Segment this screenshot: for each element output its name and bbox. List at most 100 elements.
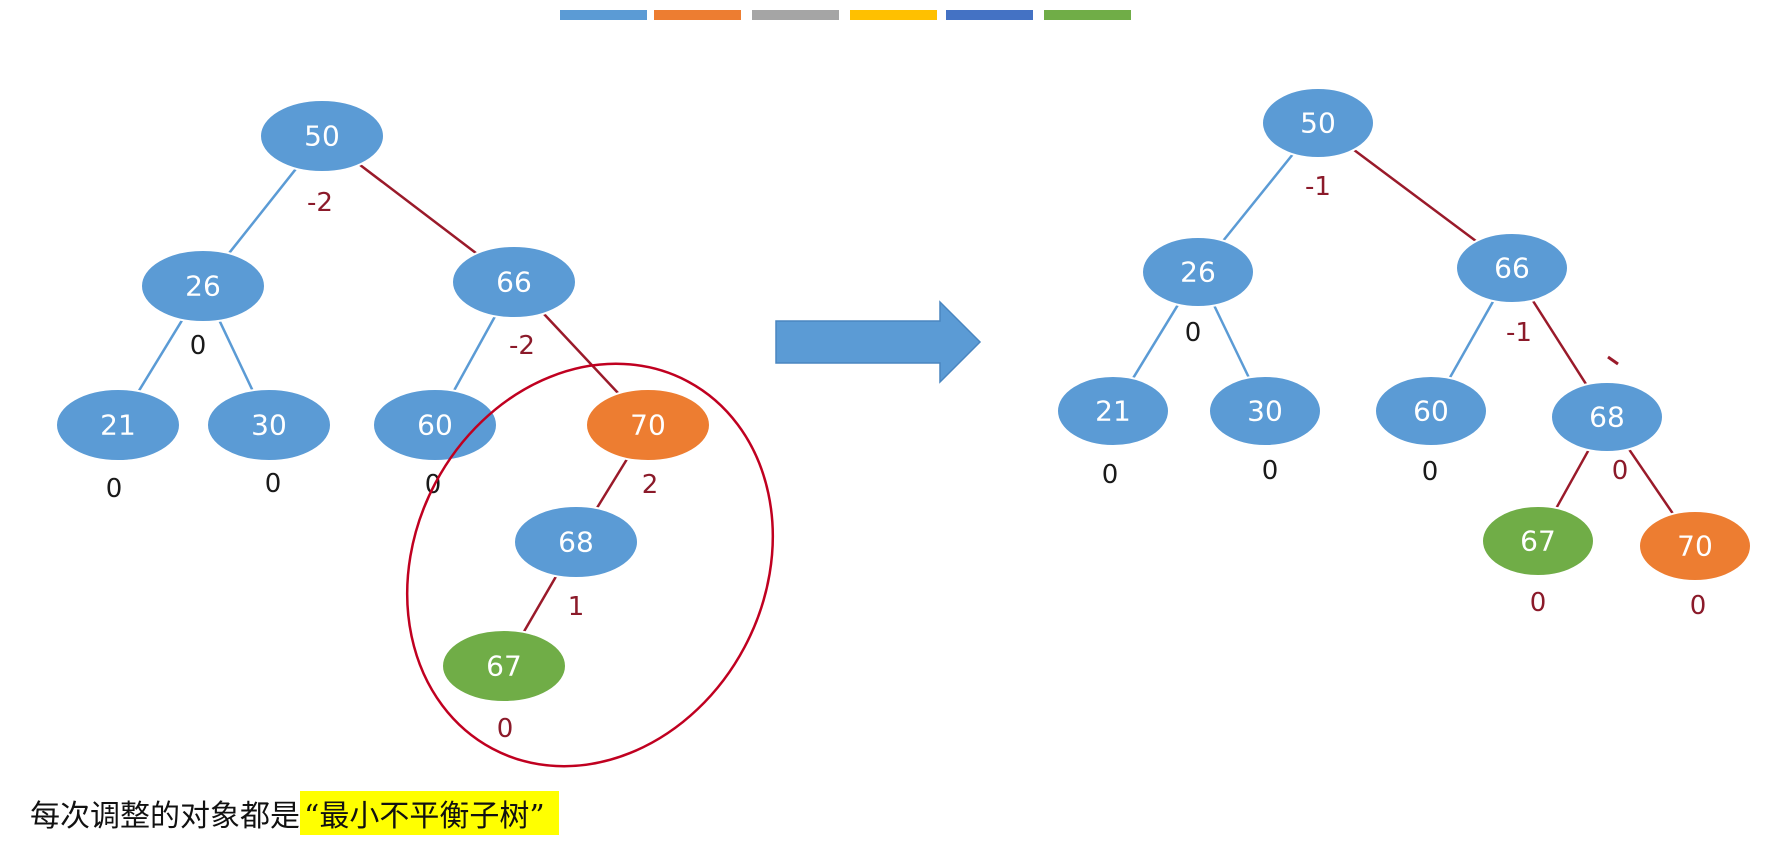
- node-label: 70: [630, 409, 666, 442]
- node-shape: [441, 629, 567, 703]
- balance-factor: 0: [106, 474, 123, 504]
- edges: [137, 163, 629, 633]
- balance-factor: 0: [1422, 457, 1439, 487]
- node-shape: [372, 388, 498, 462]
- edge-26-21: [137, 319, 184, 392]
- node-67: 67: [1481, 505, 1595, 577]
- node-label: 60: [417, 409, 453, 442]
- color-bar-segment: [752, 10, 839, 20]
- node-shape: [1455, 232, 1569, 304]
- node-shape: [1374, 375, 1488, 447]
- balance-factor: 0: [1102, 460, 1119, 490]
- node-68: 68: [1550, 381, 1664, 453]
- balance-factor: 0: [1530, 588, 1547, 618]
- edge-66-60: [1448, 300, 1495, 379]
- tick-mark: [1607, 355, 1619, 366]
- node-label: 21: [1095, 395, 1131, 428]
- node-26: 26: [1141, 236, 1255, 308]
- edge-68-70: [1627, 448, 1675, 515]
- node-label: 30: [251, 409, 287, 442]
- node-67: 67: [441, 629, 567, 703]
- node-shape: [585, 388, 711, 462]
- node-shape: [513, 505, 639, 579]
- node-shape: [1550, 381, 1664, 453]
- caption-text: 每次调整的对象都是: [30, 799, 300, 834]
- node-70: 70: [585, 388, 711, 462]
- edges: [1131, 148, 1675, 515]
- transform-arrow-icon: [775, 300, 982, 384]
- node-shape: [1481, 505, 1595, 577]
- node-label: 67: [486, 650, 522, 683]
- node-68: 68: [513, 505, 639, 579]
- node-21: 21: [55, 388, 181, 462]
- caption: 每次调整的对象都是 “最小不平衡子树”: [30, 790, 559, 836]
- edge-26-30: [218, 320, 254, 391]
- balance-factor: 0: [497, 714, 514, 744]
- node-50: 50: [1261, 87, 1375, 159]
- node-70: 70: [1638, 510, 1752, 582]
- edge-26-21: [1131, 304, 1180, 379]
- balance-factor: -2: [307, 188, 333, 218]
- color-bar-segment: [1044, 10, 1131, 20]
- node-label: 21: [100, 409, 136, 442]
- balance-factor: -1: [1305, 172, 1331, 202]
- balance-factor: 0: [1690, 591, 1707, 621]
- node-30: 30: [206, 388, 332, 462]
- balance-factor: 0: [190, 331, 207, 361]
- balance-factor: 0: [1185, 318, 1202, 348]
- node-50: 50: [259, 99, 385, 173]
- node-label: 67: [1520, 525, 1556, 558]
- balance-factor: -2: [509, 331, 535, 361]
- color-bar-segment: [560, 10, 647, 20]
- node-shape: [259, 99, 385, 173]
- balance-factor: -1: [1506, 318, 1532, 348]
- node-label: 50: [304, 120, 340, 153]
- node-shape: [451, 245, 577, 319]
- node-30: 30: [1208, 375, 1322, 447]
- node-label: 66: [496, 266, 532, 299]
- node-60: 60: [372, 388, 498, 462]
- node-66: 66: [1455, 232, 1569, 304]
- edge-50-26: [227, 167, 298, 255]
- balance-factor: 1: [568, 592, 585, 622]
- node-label: 68: [558, 526, 594, 559]
- balance-factor: 0: [1612, 456, 1629, 486]
- color-bar-segment: [850, 10, 937, 20]
- node-shape: [55, 388, 181, 462]
- node-21: 21: [1056, 375, 1170, 447]
- node-label: 66: [1494, 252, 1530, 285]
- caption-highlight: “最小不平衡子树”: [300, 791, 559, 835]
- node-shape: [1056, 375, 1170, 447]
- edge-66-70: [542, 312, 620, 395]
- node-label: 60: [1413, 395, 1449, 428]
- node-label: 68: [1589, 401, 1625, 434]
- edge-50-66: [358, 163, 478, 255]
- node-shape: [1208, 375, 1322, 447]
- edge-50-66: [1353, 148, 1477, 243]
- edge-50-26: [1222, 153, 1294, 242]
- edge-66-68: [1531, 299, 1588, 386]
- node-label: 50: [1300, 107, 1336, 140]
- node-label: 26: [185, 270, 221, 303]
- edge-70-68: [595, 458, 629, 509]
- node-shape: [206, 388, 332, 462]
- min-unbalanced-subtree-ring: [405, 362, 775, 768]
- node-shape: [1261, 87, 1375, 159]
- node-label: 26: [1180, 256, 1216, 289]
- edge-68-67: [522, 575, 558, 633]
- node-label: 30: [1247, 395, 1283, 428]
- color-bar-segment: [946, 10, 1033, 20]
- node-26: 26: [140, 249, 266, 323]
- edge-26-30: [1213, 304, 1250, 379]
- node-60: 60: [1374, 375, 1488, 447]
- edge-66-60: [452, 315, 497, 392]
- color-bar-segment: [654, 10, 741, 20]
- edge-68-67: [1555, 449, 1590, 509]
- node-66: 66: [451, 245, 577, 319]
- node-shape: [1638, 510, 1752, 582]
- balance-factor: 0: [265, 469, 282, 499]
- balance-factor: 2: [642, 470, 659, 500]
